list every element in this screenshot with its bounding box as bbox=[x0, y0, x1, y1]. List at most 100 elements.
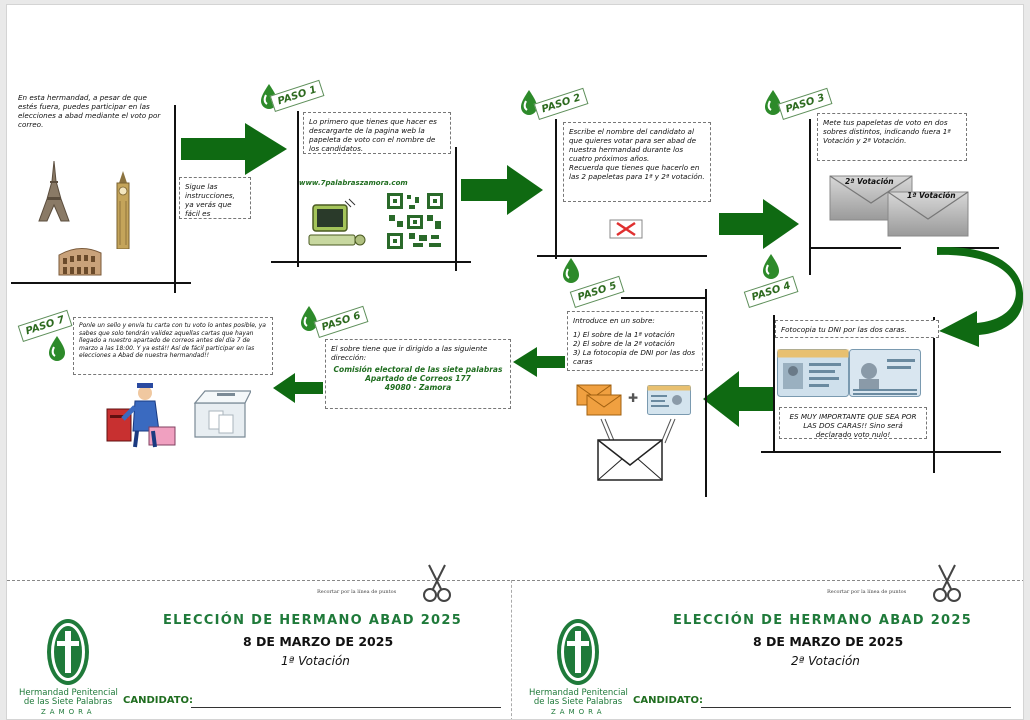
step5-intro: Introduce en un sobre: bbox=[573, 316, 655, 325]
arrow-left-icon-2 bbox=[513, 347, 565, 377]
intro-box: En esta hermandad, a pesar de que estés … bbox=[13, 89, 173, 141]
step2-hline bbox=[537, 255, 707, 257]
ballot-date-right: 8 DE MARZO DE 2025 bbox=[753, 634, 904, 649]
candle-drop-icon-5 bbox=[563, 258, 579, 283]
step6-box: El sobre tiene que ir dirigido a las sig… bbox=[325, 339, 511, 409]
arrow-right-icon-3 bbox=[719, 199, 799, 249]
step2-text1: Escribe el nombre del candidato al que q… bbox=[569, 127, 697, 163]
eiffel-tower-icon bbox=[38, 160, 70, 222]
envelope-label-1st: 1ª Votación bbox=[907, 191, 956, 200]
cut-note-left: Recortar por la línea de puntos bbox=[317, 589, 397, 595]
computer-icon bbox=[308, 198, 366, 246]
brand-city-left: ZAMORA bbox=[41, 708, 96, 716]
plus-icon: ✚ bbox=[628, 391, 639, 405]
arrow-curve-icon bbox=[937, 247, 1023, 347]
qr-code-icon bbox=[385, 191, 445, 251]
candle-drop-icon-3 bbox=[765, 90, 781, 115]
ballot-date-left: 8 DE MARZO DE 2025 bbox=[243, 634, 394, 649]
envelopes-icon bbox=[576, 384, 622, 416]
step3-vline bbox=[809, 119, 811, 275]
step1-hline bbox=[271, 261, 471, 263]
intro-vline bbox=[174, 105, 176, 293]
mailman-icon bbox=[106, 383, 176, 448]
brand-name-left-1: Hermandad Penitencial bbox=[19, 688, 118, 698]
candle-drop-icon-4 bbox=[763, 254, 779, 279]
ballot-title-left: ELECCIÓN DE HERMANO ABAD 2025 bbox=[163, 613, 463, 628]
brand-name-right-2: de las Siete Palabras bbox=[533, 697, 623, 707]
step4-note-box: ES MUY IMPORTANTE QUE SEA POR LAS DOS CA… bbox=[779, 407, 927, 439]
id-card-icon-back bbox=[849, 349, 921, 397]
step1-vline-right bbox=[455, 147, 457, 271]
voting-instructions-page: En esta hermandad, a pesar de que estés … bbox=[6, 4, 1024, 720]
id-card-icon-small bbox=[647, 385, 691, 415]
big-ben-icon bbox=[116, 171, 130, 249]
ballot-box-icon bbox=[193, 390, 251, 438]
step5-box: Introduce en un sobre: 1) El sobre de la… bbox=[567, 311, 703, 371]
scissors-icon-right bbox=[933, 564, 961, 602]
scissors-icon-left bbox=[423, 564, 451, 602]
candle-drop-icon-6 bbox=[301, 306, 317, 331]
arrow-right-icon-2 bbox=[461, 165, 543, 215]
step3-hline2 bbox=[947, 247, 999, 249]
step1-web: www.7palabraszamora.com bbox=[299, 179, 408, 187]
step6-tag: PASO 6 bbox=[313, 305, 369, 338]
brotherhood-logo-right bbox=[557, 619, 599, 685]
brand-name-right-1: Hermandad Penitencial bbox=[529, 688, 628, 698]
step4-box: Fotocopia tu DNI por las dos caras. bbox=[775, 320, 939, 338]
step6-address-line3: 49080 · Zamora bbox=[384, 383, 452, 392]
step1-vline bbox=[297, 111, 299, 267]
step5-hline bbox=[621, 297, 707, 299]
candidate-line-left[interactable] bbox=[191, 707, 501, 708]
step5-item-1: 1) El sobre de la 1ª votación bbox=[573, 330, 675, 339]
step2-box: Escribe el nombre del candidato al que q… bbox=[563, 122, 711, 202]
step4-vline bbox=[773, 315, 775, 453]
envelope-icon-1st bbox=[887, 191, 969, 237]
candidate-line-right[interactable] bbox=[701, 707, 1011, 708]
step2-vline bbox=[555, 119, 557, 259]
step5-item-3: 3) La fotocopia de DNI por las dos caras bbox=[573, 348, 696, 366]
ballot-cross-icon bbox=[609, 219, 643, 239]
step3-box: Mete tus papeletas de voto en dos sobres… bbox=[817, 113, 967, 161]
step6-address-line2: Apartado de Correos 177 bbox=[365, 374, 471, 383]
step1-text: Lo primero que tienes que hacer es desca… bbox=[309, 117, 437, 153]
follow-text: Sigue las instrucciones, ya verás que fá… bbox=[185, 182, 235, 218]
candle-drop-icon-2 bbox=[521, 90, 537, 115]
step3-hline bbox=[811, 247, 901, 249]
step3-text: Mete tus papeletas de voto en dos sobres… bbox=[823, 118, 951, 145]
envelope-label-2nd: 2ª Votación bbox=[845, 177, 894, 186]
intro-text: En esta hermandad, a pesar de que estés … bbox=[18, 93, 161, 129]
cut-note-right: Recortar por la línea de puntos bbox=[827, 589, 907, 595]
cut-line bbox=[7, 580, 1023, 581]
id-card-icon-front bbox=[777, 349, 849, 397]
candidate-label-right: CANDIDATO: bbox=[633, 695, 704, 706]
brand-city-right: ZAMORA bbox=[551, 708, 606, 716]
step4-hline bbox=[761, 451, 1001, 453]
brotherhood-logo-left bbox=[47, 619, 89, 685]
step4-vline-right bbox=[933, 317, 935, 473]
candle-drop-icon-7 bbox=[49, 336, 65, 361]
step2-text2: Recuerda que tienes que hacerlo en las 2… bbox=[569, 163, 705, 181]
step1-box: Lo primero que tienes que hacer es desca… bbox=[303, 112, 451, 154]
intro-hline bbox=[11, 282, 191, 284]
step5-vline bbox=[705, 289, 707, 497]
step5-item-2: 2) El sobre de la 2ª votación bbox=[573, 339, 675, 348]
candidate-label-left: CANDIDATO: bbox=[123, 695, 194, 706]
step6-intro: El sobre tiene que ir dirigido a las sig… bbox=[331, 344, 488, 362]
step4-tag: PASO 4 bbox=[743, 275, 799, 308]
step4-note: ES MUY IMPORTANTE QUE SEA POR LAS DOS CA… bbox=[789, 412, 917, 439]
arrow-left-icon-3 bbox=[273, 373, 323, 403]
merge-lines-icon bbox=[600, 418, 676, 444]
envelope-icon-final bbox=[597, 439, 663, 481]
step7-text: Ponle un sello y envía tu carta con tu v… bbox=[79, 322, 266, 360]
ballot-vote-left: 1ª Votación bbox=[281, 654, 350, 668]
step6-address-line1: Comisión electoral de las siete palabras bbox=[333, 365, 503, 374]
brand-name-left-2: de las Siete Palabras bbox=[23, 697, 113, 707]
ballot-title-right: ELECCIÓN DE HERMANO ABAD 2025 bbox=[673, 613, 973, 628]
ballot-divider bbox=[511, 580, 512, 719]
ballot-vote-right: 2ª Votación bbox=[791, 654, 860, 668]
follow-box: Sigue las instrucciones, ya verás que fá… bbox=[179, 177, 251, 219]
step2-tag: PASO 2 bbox=[533, 87, 589, 120]
colosseum-icon bbox=[58, 248, 102, 276]
arrow-right-icon-1 bbox=[181, 123, 287, 175]
step7-box: Ponle un sello y envía tu carta con tu v… bbox=[73, 317, 273, 375]
